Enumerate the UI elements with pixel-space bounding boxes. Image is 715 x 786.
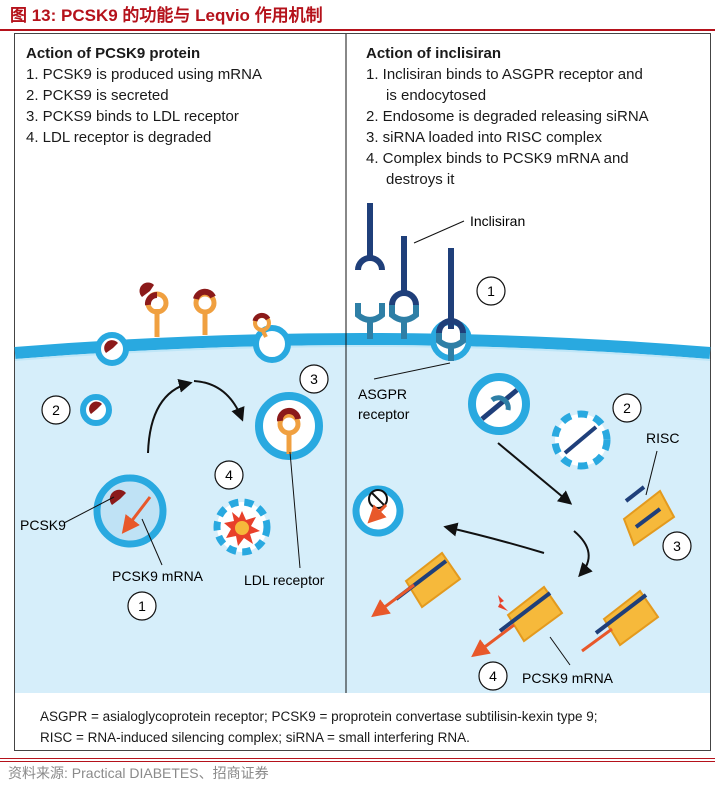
right-step-3: 3. siRNA loaded into RISC complex [366, 129, 602, 146]
label-asgpr-line2: receptor [358, 406, 410, 422]
abbreviation-caption: ASGPR = asialoglycoprotein receptor; PCS… [40, 706, 598, 748]
pointer-pcsk9-mrna-left [141, 518, 163, 566]
left-step-marker-2 [41, 395, 71, 425]
pointer-ldl-receptor [289, 451, 301, 569]
pointer-asgpr [373, 362, 451, 380]
inclisiran-asgpr-complex-2 [389, 236, 419, 339]
diagram-canvas: 1 2 3 4 1 2 3 4 PCSK9 PCSK9 mRNA LDL rec… [14, 33, 711, 751]
flow-arrow-2 [573, 530, 593, 578]
mrna-cleavage-vesicle [352, 485, 404, 537]
ldl-receptor-bound-1 [144, 291, 169, 337]
right-step-2: 2. Endosome is degraded releasing siRNA [366, 108, 649, 125]
right-step-number-4: 4 [489, 668, 497, 684]
left-panel-heading: Action of PCSK9 protein [26, 45, 201, 62]
label-pcsk9: PCSK9 [20, 517, 66, 533]
right-step-marker-2 [612, 393, 642, 423]
flow-arrow-3 [443, 522, 545, 554]
right-step-4a: 4. Complex binds to PCSK9 mRNA and [366, 150, 629, 167]
pointer-pcsk9 [63, 496, 115, 524]
left-step-2: 2. PCKS9 is secreted [26, 87, 169, 104]
risc-complex-loaded [622, 489, 676, 547]
label-pcsk9-mrna-left: PCSK9 mRNA [112, 568, 204, 584]
degrading-endosome [551, 410, 611, 470]
left-step-number-1: 1 [138, 598, 146, 614]
ldl-receptor-bound-2 [193, 288, 217, 335]
risc-mrna-complex-3 [581, 589, 660, 653]
risc-mrna-complex-2 [471, 585, 564, 658]
cycle-arrow-down [193, 380, 245, 422]
left-step-marker-1 [127, 591, 157, 621]
left-step-marker-4 [214, 460, 244, 490]
free-sirna [624, 485, 646, 503]
figure-title: 图 13: PCSK9 的功能与 Leqvio 作用机制 [10, 6, 323, 25]
diagram-frame: 1 2 3 4 1 2 3 4 PCSK9 PCSK9 mRNA LDL rec… [14, 33, 711, 751]
endocytic-pit-inclisiran [430, 248, 472, 361]
flow-arrow-1 [497, 442, 573, 505]
left-step-number-2: 2 [52, 402, 60, 418]
right-step-4b: destroys it [386, 171, 455, 188]
pointer-pcsk9-mrna-right [549, 636, 571, 666]
pointer-inclisiran [413, 220, 465, 244]
title-rule [0, 29, 715, 31]
label-inclisiran: Inclisiran [470, 213, 525, 229]
left-step-1: 1. PCSK9 is produced using mRNA [26, 66, 262, 83]
source-note: 资料来源: Practical DIABETES、招商证券 [8, 765, 269, 781]
left-step-marker-3 [299, 364, 329, 394]
right-step-1a: 1. Inclisiran binds to ASGPR receptor an… [366, 66, 643, 83]
pointer-risc [645, 450, 658, 496]
left-step-number-3: 3 [310, 371, 318, 387]
right-step-marker-4 [478, 661, 508, 691]
right-panel-text: Action of inclisiran 1. Inclisiran binds… [366, 43, 649, 190]
endosome-inclisiran [468, 373, 530, 435]
right-panel-heading: Action of inclisiran [366, 45, 502, 62]
right-step-number-2: 2 [623, 400, 631, 416]
source-rule-bottom [0, 761, 715, 762]
risc-mrna-complex-1 [371, 551, 462, 618]
left-panel-text: Action of PCSK9 protein 1. PCSK9 is prod… [26, 43, 262, 148]
right-step-marker-3 [662, 531, 692, 561]
right-step-1b: is endocytosed [386, 87, 487, 104]
label-risc: RISC [646, 430, 679, 446]
label-pcsk9-mrna-right: PCSK9 mRNA [522, 670, 614, 686]
source-rule-top [0, 758, 715, 759]
right-step-number-1: 1 [487, 283, 495, 299]
label-asgpr-line1: ASGPR [358, 386, 407, 402]
right-step-marker-1 [476, 276, 506, 306]
left-step-3: 3. PCKS9 binds to LDL receptor [26, 108, 239, 125]
lysosome-degradation [213, 498, 271, 556]
secretory-vesicle-membrane [95, 332, 129, 366]
secretory-vesicle [80, 394, 112, 426]
endosome-with-receptor [255, 392, 323, 460]
left-step-4: 4. LDL receptor is degraded [26, 129, 212, 146]
caption-line-1: ASGPR = asialoglycoprotein receptor; PCS… [40, 709, 598, 724]
pcsk9-protein-free [139, 282, 154, 297]
endocytic-pit [252, 312, 291, 363]
left-step-number-4: 4 [225, 467, 233, 483]
inclisiran-asgpr-complex-1 [355, 203, 385, 339]
production-vesicle [93, 474, 167, 548]
label-ldl-receptor: LDL receptor [244, 572, 325, 588]
cycle-arrow-up [147, 378, 193, 454]
caption-line-2: RISC = RNA-induced silencing complex; si… [40, 730, 470, 745]
right-step-number-3: 3 [673, 538, 681, 554]
